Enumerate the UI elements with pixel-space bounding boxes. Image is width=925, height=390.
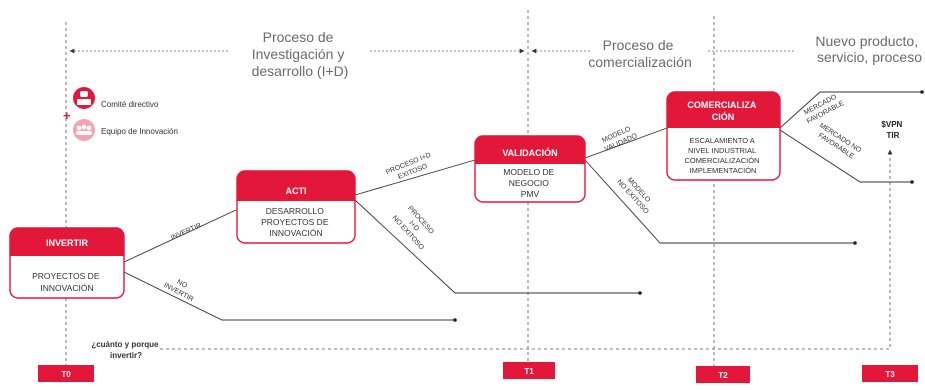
team-icon [73, 119, 95, 141]
committee-icon-figure [80, 91, 88, 97]
edge-label-modelo-validado: MODELO VALIDADO [600, 124, 639, 153]
timeline-t0-badge [38, 365, 94, 382]
result-label: $VPN TIR [881, 120, 904, 140]
box-comercializacion: COMERCIALIZA CIÓN ESCALAMIENTO A NIVEL I… [666, 91, 781, 181]
timeline-t1-label: T1 [524, 367, 534, 376]
timeline-t2-label: T2 [718, 371, 728, 380]
committee-icon-desk [77, 99, 91, 105]
committee-icon [73, 87, 95, 109]
box-acti-body: DESARROLLO PROYECTOS DE INNOVACIÓN [261, 206, 331, 238]
timeline-t3-badge [862, 365, 918, 382]
team-icon-person-1 [76, 125, 82, 131]
edge-proceso-exitoso [354, 159, 476, 196]
phase-label-commercialization: Proceso de comercialización [588, 37, 691, 70]
legend-plus: + [63, 108, 71, 123]
edge-no-invertir [123, 271, 457, 322]
edge-mercado-favorable [779, 90, 924, 129]
box-comercializacion-header [667, 92, 780, 128]
team-icon-bodies [76, 131, 92, 135]
edge-label-mercado-favorable: MERCADO FAVORABLE [802, 92, 846, 126]
box-invertir-header [10, 228, 124, 256]
timeline-t3-label: T3 [885, 370, 895, 379]
edge-proceso-no-exitoso [354, 199, 642, 295]
flow-lines [123, 90, 924, 322]
edge-invertir [123, 209, 237, 263]
legend-committee: Comité directivo [101, 100, 159, 109]
box-validacion-body: MODELO DE NEGOCIO PMV [503, 167, 556, 199]
phase-label-id: Proceso de Investigación y desarrollo (I… [252, 29, 349, 79]
edge-label-proceso-no-exitoso: PROCESO I+D NO EXITOSO [391, 203, 439, 252]
edge-modelo-validado [584, 127, 668, 159]
timeline-t2-badge [696, 366, 750, 383]
question-label: ¿cuánto y porque invertir? [91, 340, 160, 360]
box-acti: ACTI DESARROLLO PROYECTOS DE INNOVACIÓN [236, 170, 356, 244]
legend-team: Equipo de Innovación [101, 127, 178, 136]
box-comercializacion-body: ESCALAMIENTO A NIVEL INDUSTRIAL COMERCIA… [684, 136, 761, 175]
edge-label-no-invertir: NO INVERTIR [162, 274, 198, 303]
timeline-t1-badge [503, 362, 555, 379]
box-validacion-header [475, 136, 585, 164]
team-icon-person-2 [81, 124, 87, 130]
timeline: T0 T1 T2 T3 [38, 362, 918, 383]
box-validacion-title: VALIDACIÓN [502, 147, 557, 158]
edge-label-modelo-no-exitoso: MODELO NO EXITOSO [615, 173, 656, 216]
team-icon-person-3 [86, 125, 92, 131]
box-invertir-title: INVERTIR [46, 238, 89, 248]
box-acti-title: ACTI [286, 186, 307, 196]
edge-label-invertir: INVERTIR [170, 222, 203, 242]
edge-modelo-no-exitoso [584, 159, 857, 245]
edge-label-proceso-exitoso: PROCESO I+D EXITOSO [385, 151, 437, 185]
edge-mercado-no-favorable [779, 129, 914, 184]
box-comercializacion-title: COMERCIALIZA CIÓN [687, 100, 758, 122]
box-invertir: INVERTIR PROYECTOS DE INNOVACIÓN [9, 227, 125, 299]
legend: Comité directivo + Equipo de Innovación [63, 87, 178, 141]
box-acti-header [237, 171, 355, 201]
box-invertir-body: PROYECTOS DE INNOVACIÓN [32, 271, 102, 293]
phase-label-new-product: Nuevo producto, servicio, proceso [815, 33, 922, 65]
timeline-t0-label: T0 [61, 370, 71, 379]
box-validacion: VALIDACIÓN MODELO DE NEGOCIO PMV [474, 135, 586, 203]
